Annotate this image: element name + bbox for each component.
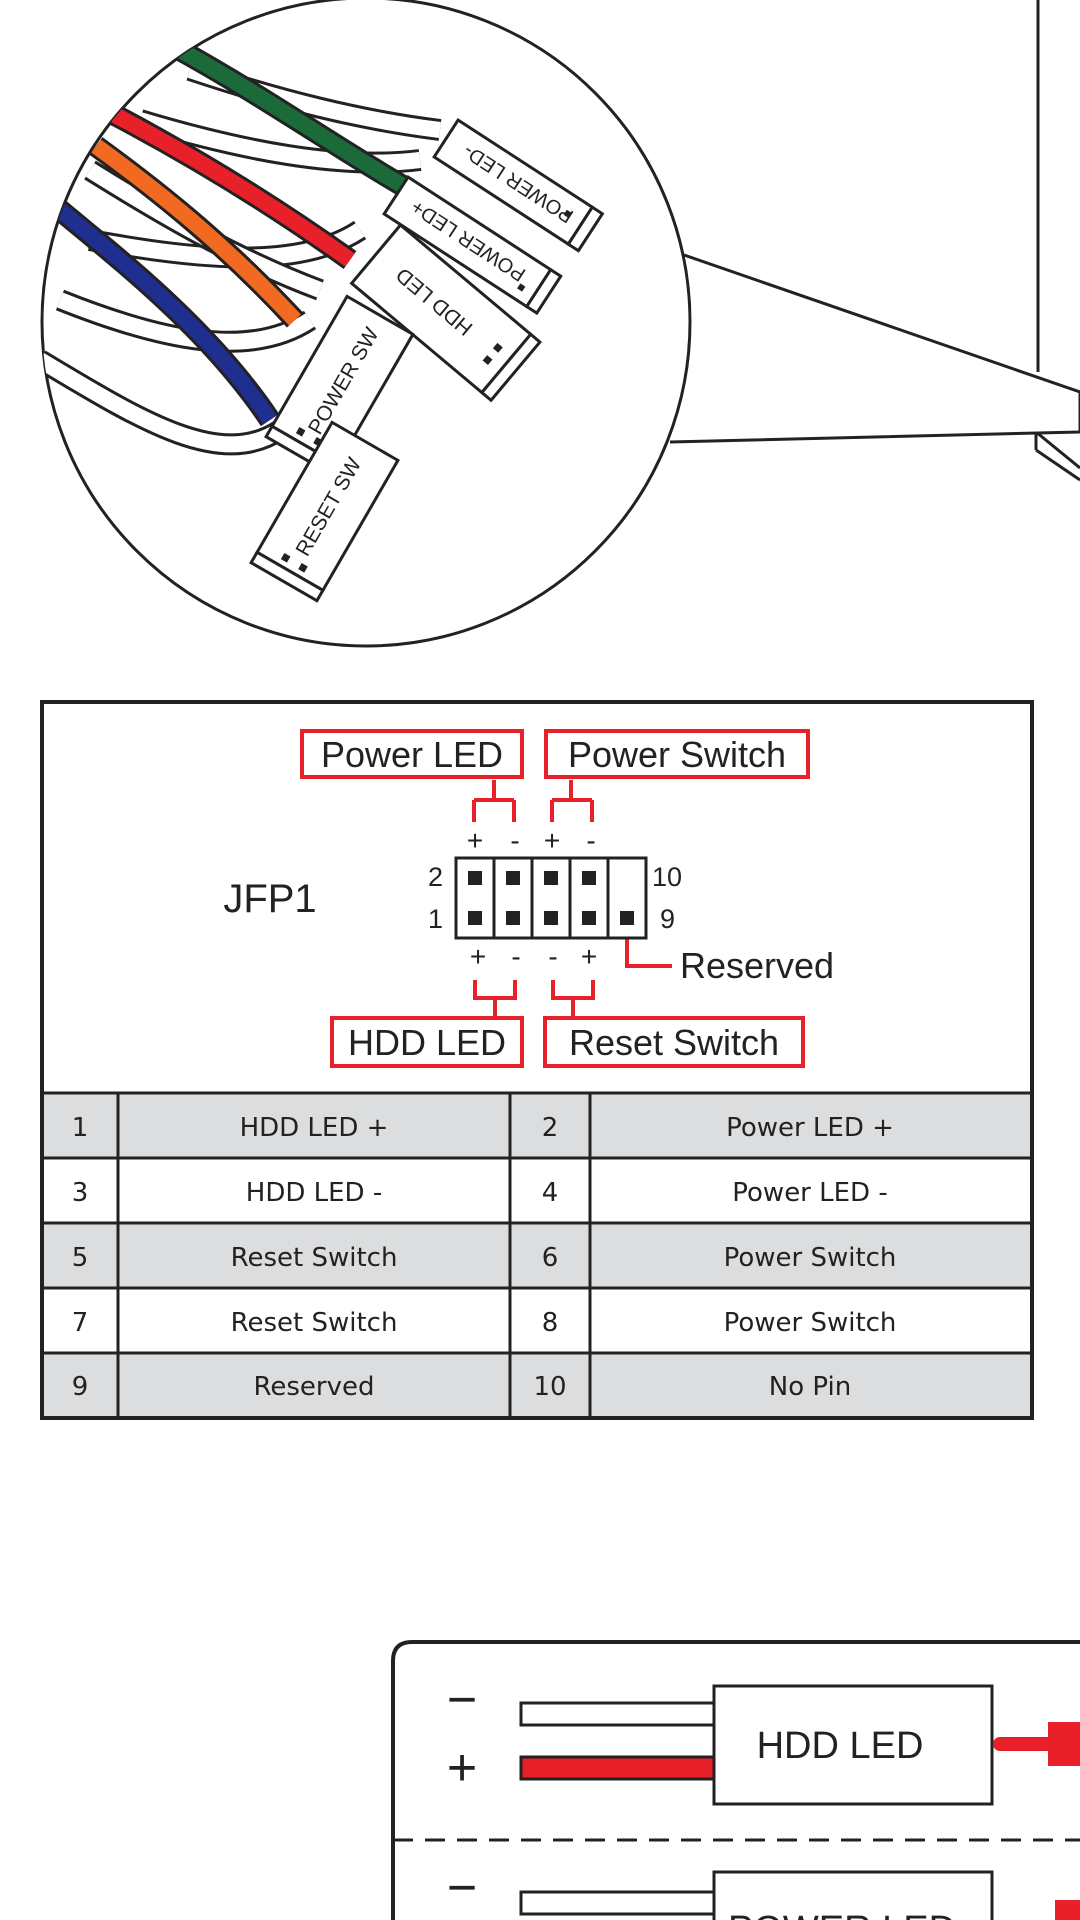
pin-desc-cell: Reserved (253, 1372, 374, 1402)
header-name: JFP1 (223, 877, 316, 921)
polarity-mark: + (544, 825, 560, 856)
pin (544, 871, 558, 885)
polarity-mark: + (581, 941, 597, 972)
pin-desc-cell: Reset Switch (231, 1243, 398, 1273)
polarity-mark: - (511, 941, 520, 972)
connector-block (712, 1870, 994, 1920)
pin-number-cell: 6 (542, 1243, 559, 1273)
connector-hdd-led: HDD LED (349, 222, 543, 403)
svg-text:Reset Switch: Reset Switch (569, 1022, 779, 1063)
callout-hdd-led: HDD LED (330, 1016, 524, 1068)
connector-block-label: POWER LED (728, 1909, 956, 1920)
polarity-mark: + (470, 941, 486, 972)
pin-number: 9 (660, 904, 675, 934)
pin-number: 2 (428, 862, 443, 892)
wire-negative (519, 1701, 716, 1727)
callout-power-switch: Power Switch (544, 729, 810, 779)
table-row: 5 Reset Switch 6 Power Switch (44, 1223, 1030, 1288)
arrow-head (1055, 1900, 1080, 1920)
legend-row-hdd-led: − + HDD LED (447, 1671, 1080, 1806)
plus-sign: + (447, 1739, 477, 1797)
pin-number: 1 (428, 904, 443, 934)
pin-desc-cell: Power LED + (726, 1113, 894, 1143)
pin-desc-cell: Reset Switch (231, 1308, 398, 1338)
polarity-mark: - (548, 941, 557, 972)
pin (544, 911, 558, 925)
jfp1-table: JFP1 Power LED Power Switch HDD LED Rese… (40, 700, 1034, 1420)
pin-desc-cell: Power Switch (724, 1308, 897, 1338)
pin-desc-cell: No Pin (769, 1372, 851, 1402)
legend-row-power-led: − POWER LED (447, 1859, 1080, 1920)
magnifier-tail (669, 253, 1080, 444)
callout-reset-switch: Reset Switch (543, 1016, 805, 1068)
polarity-mark: + (467, 825, 483, 856)
svg-text:HDD LED: HDD LED (348, 1022, 506, 1063)
pin (582, 871, 596, 885)
pin-table-body: 1 HDD LED + 2 Power LED + 3 HDD LED - 4 … (44, 1093, 1030, 1416)
case-edge-line (1035, 448, 1080, 482)
panel-frame (391, 1640, 1080, 1920)
pin-number-cell: 4 (542, 1178, 559, 1208)
pin-number: 10 (652, 862, 682, 892)
pin (506, 871, 520, 885)
connector-block (712, 1684, 994, 1806)
pin (582, 911, 596, 925)
polarity-mark: - (510, 825, 519, 856)
pin-header (454, 856, 648, 940)
minus-sign: − (447, 1859, 477, 1917)
pin-number-cell: 7 (72, 1308, 89, 1338)
table-grid (42, 1091, 1032, 1418)
connector-reset-sw: RESET SW (249, 420, 400, 603)
table-row: 3 HDD LED - 4 Power LED - (44, 1158, 1030, 1223)
magnifier-callout: POWER LED- POWER LED+ HDD LED POWER SW (40, 0, 1080, 648)
polarity-mark: - (586, 825, 595, 856)
pin-number-cell: 5 (72, 1243, 89, 1273)
callout-power-led: Power LED (300, 729, 524, 779)
svg-text:Power LED: Power LED (321, 734, 503, 775)
pin-desc-cell: HDD LED - (246, 1178, 382, 1208)
pin-number-cell: 2 (542, 1113, 559, 1143)
cable-bundle (42, 40, 442, 456)
connector-legend-panel: − + HDD LED − POWER LED (391, 1640, 1080, 1920)
pin (468, 911, 482, 925)
connector-block-label: HDD LED (757, 1725, 924, 1767)
pin (506, 911, 520, 925)
svg-text:Power Switch: Power Switch (568, 734, 786, 775)
arrow-head (1048, 1722, 1080, 1766)
pin-number-cell: 10 (533, 1372, 566, 1402)
pin-number-cell: 3 (72, 1178, 89, 1208)
pin (468, 871, 482, 885)
pin-number-cell: 8 (542, 1308, 559, 1338)
pin-number-cell: 9 (72, 1372, 89, 1402)
table-row: 1 HDD LED + 2 Power LED + (44, 1093, 1030, 1158)
case-edge-line (1035, 430, 1080, 470)
wire-negative (519, 1890, 716, 1916)
pin-desc-cell: Power LED - (732, 1178, 887, 1208)
pin (620, 911, 634, 925)
pin-desc-cell: HDD LED + (240, 1113, 389, 1143)
callout-reserved: Reserved (680, 945, 834, 986)
table-row: 7 Reset Switch 8 Power Switch (44, 1288, 1030, 1353)
minus-sign: − (447, 1671, 477, 1729)
table-row: 9 Reserved 10 No Pin (44, 1353, 1030, 1416)
wire-positive (519, 1755, 716, 1781)
pin-number-cell: 1 (72, 1113, 89, 1143)
pin-desc-cell: Power Switch (724, 1243, 897, 1273)
